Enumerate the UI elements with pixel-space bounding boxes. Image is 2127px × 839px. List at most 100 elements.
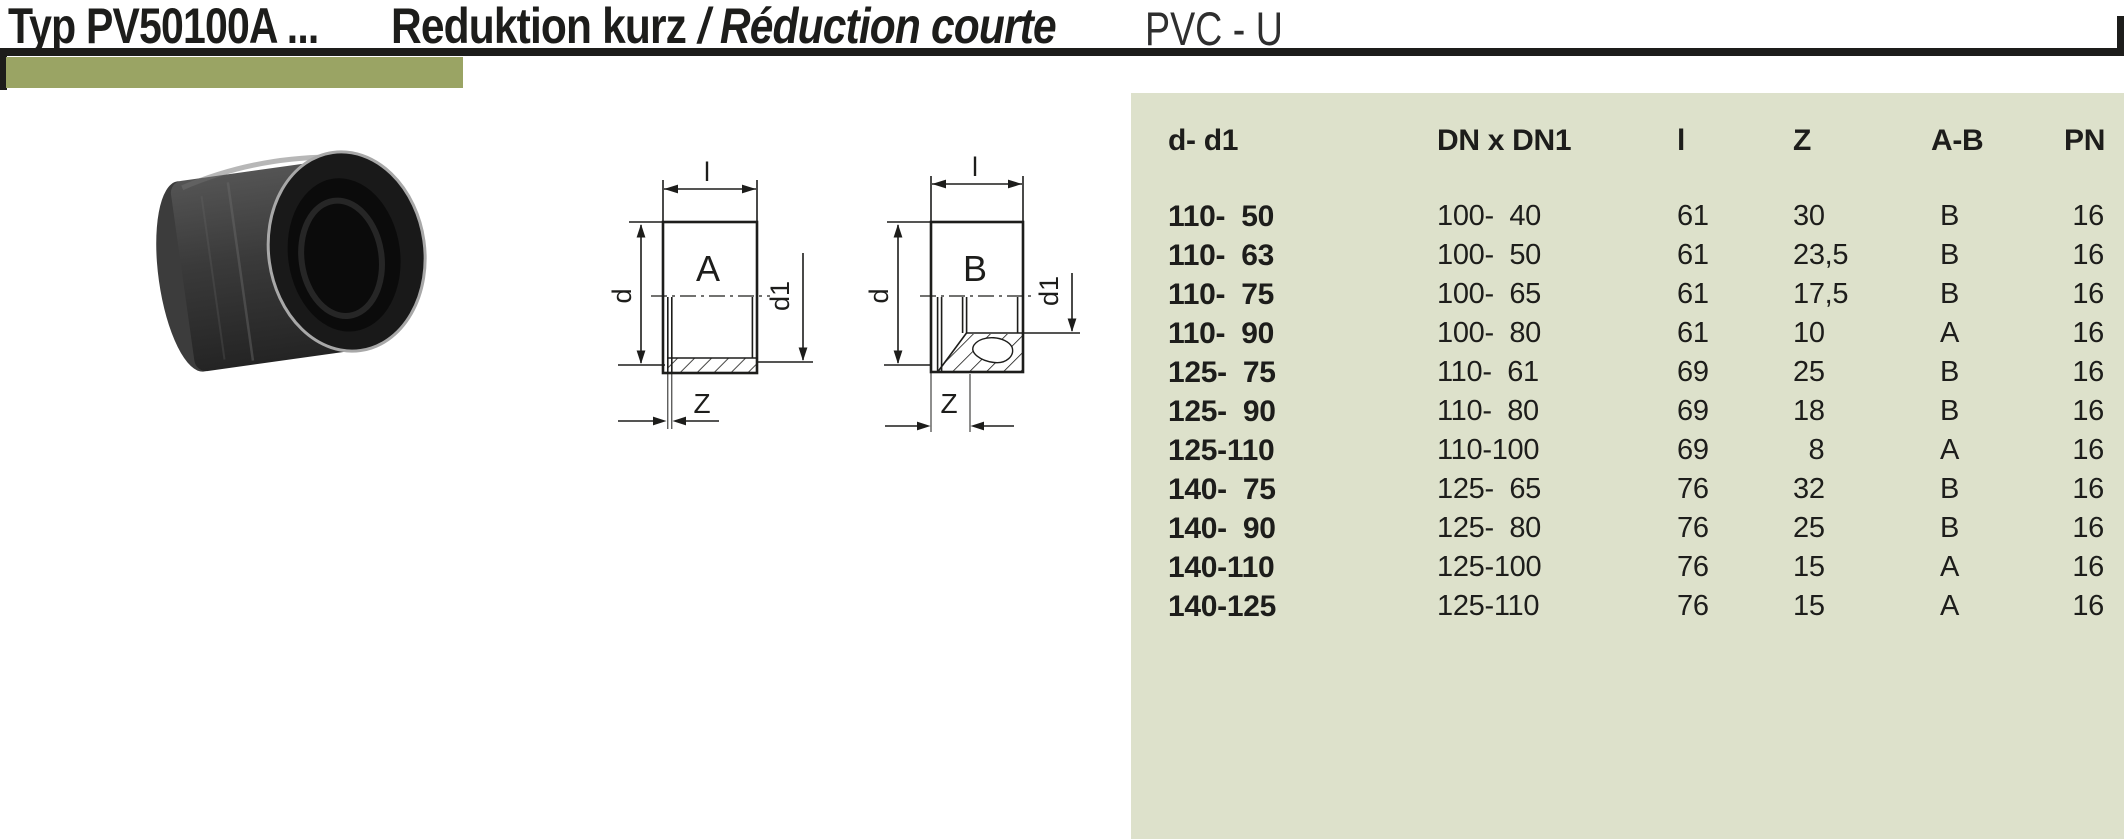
cell-dn: 125-100 — [1437, 551, 1542, 583]
col-header-dn: DN x DN1 — [1437, 124, 1572, 157]
material-label: PVC - U — [1145, 2, 1283, 55]
cell-z: 10 — [1793, 317, 1825, 349]
accent-bar — [6, 57, 463, 88]
cell-z: 23,5 — [1793, 239, 1849, 271]
cell-d-d1: 140- 75 — [1168, 473, 1276, 506]
cell-z: 17,5 — [1793, 278, 1849, 310]
cell-d-d1: 140- 90 — [1168, 512, 1276, 545]
a-arrow-l-right — [742, 184, 756, 194]
table-row: 110- 63 100- 50 61 23,5 B 16 — [1131, 236, 2124, 275]
corner-tick-right — [2117, 16, 2124, 56]
table-header-row: d- d1 DN x DN1 l Z A-B PN — [1131, 93, 2124, 156]
b-arrow-z-left — [917, 421, 931, 431]
cell-dn: 125- 80 — [1437, 512, 1542, 544]
table-row: 125- 90 110- 80 69 18 B 16 — [1131, 392, 2124, 431]
cell-d-d1: 140-125 — [1168, 590, 1276, 623]
cell-z: 30 — [1793, 200, 1825, 232]
header-rule — [0, 48, 2124, 56]
b-variant-label: B — [963, 248, 987, 289]
cell-l: 69 — [1677, 395, 1709, 427]
a-label-l: l — [704, 157, 710, 187]
table-row: 125-110 110-100 69 8 A 16 — [1131, 431, 2124, 470]
b-label-d: d — [864, 288, 894, 303]
cell-l: 76 — [1677, 551, 1709, 583]
fitting-top-highlight — [181, 154, 330, 191]
cell-l: 69 — [1677, 434, 1709, 466]
cell-pn: 16 — [2072, 434, 2104, 466]
b-label-z: Z — [940, 388, 957, 419]
a-shoulder-hatch — [668, 358, 757, 373]
cell-dn: 125- 65 — [1437, 473, 1542, 505]
cell-dn: 125-110 — [1437, 590, 1540, 622]
b-arrow-l-right — [1008, 179, 1022, 189]
b-label-l: l — [972, 152, 978, 182]
cell-l: 76 — [1677, 590, 1709, 622]
cell-d-d1: 110- 50 — [1168, 200, 1275, 233]
table-row: 140- 75 125- 65 76 32 B 16 — [1131, 470, 2124, 509]
table-row: 125- 75 110- 61 69 25 B 16 — [1131, 353, 2124, 392]
cell-z: 25 — [1793, 512, 1825, 544]
product-photo — [156, 150, 427, 372]
cell-pn: 16 — [2072, 395, 2104, 427]
cell-pn: 16 — [2072, 356, 2104, 388]
fitting-seam — [226, 182, 255, 361]
cell-dn: 110- 61 — [1437, 356, 1539, 388]
cell-pn: 16 — [2072, 512, 2104, 544]
cell-pn: 16 — [2072, 590, 2104, 622]
table-row: 140-125 125-110 76 15 A 16 — [1131, 587, 2124, 626]
cell-l: 61 — [1677, 278, 1709, 310]
cell-z: 8 — [1793, 434, 1825, 466]
cell-ab: A — [1940, 434, 1960, 466]
cell-dn: 100- 50 — [1437, 239, 1542, 271]
b-arrow-d-top — [893, 224, 903, 238]
cell-l: 61 — [1677, 200, 1709, 232]
cell-d-d1: 110- 63 — [1168, 239, 1275, 272]
cell-pn: 16 — [2072, 239, 2104, 271]
cell-ab: A — [1940, 551, 1960, 583]
b-body-outline — [929, 220, 1025, 374]
cell-dn: 110- 80 — [1437, 395, 1539, 427]
cell-z: 18 — [1793, 395, 1825, 427]
cell-ab: B — [1940, 239, 1960, 271]
b-cone-diagonal — [937, 332, 968, 372]
socket-bore — [287, 178, 401, 332]
col-header-z: Z — [1793, 124, 1812, 157]
cell-d-d1: 110- 75 — [1168, 278, 1275, 311]
table-row: 110- 90 100- 80 61 10 A 16 — [1131, 314, 2124, 353]
title-french: / Réduction courte — [697, 0, 1057, 54]
dimension-drawings: l d d1 Z A — [607, 152, 1080, 432]
cell-pn: 16 — [2072, 317, 2104, 349]
cell-pn: 16 — [2072, 278, 2104, 310]
a-body-outline — [661, 220, 759, 375]
a-arrow-d-bottom — [636, 350, 646, 364]
table-row: 110- 75 100- 65 61 17,5 B 16 — [1131, 275, 2124, 314]
cell-z: 25 — [1793, 356, 1825, 388]
col-header-d-d1: d- d1 — [1168, 124, 1239, 157]
cell-l: 61 — [1677, 317, 1709, 349]
dimension-drawing-b: l d d1 Z B — [864, 152, 1080, 432]
corner-tick-left — [0, 48, 7, 90]
cell-l: 76 — [1677, 473, 1709, 505]
cell-pn: 16 — [2072, 551, 2104, 583]
type-label: Typ PV50100A ... — [8, 0, 319, 54]
cell-d-d1: 125- 90 — [1168, 395, 1276, 428]
table-body: 110- 50 100- 40 61 30 B 16 110- 63 100- … — [1131, 197, 2124, 626]
cell-l: 69 — [1677, 356, 1709, 388]
cell-pn: 16 — [2072, 473, 2104, 505]
b-arrow-d-bottom — [893, 350, 903, 364]
a-label-z: Z — [693, 388, 710, 419]
a-label-d1: d1 — [765, 281, 795, 311]
cell-ab: B — [1940, 356, 1960, 388]
b-arrow-l-left — [932, 179, 946, 189]
a-variant-label: A — [696, 248, 720, 289]
b-arrow-z-right — [970, 421, 984, 431]
table-row: 140-110 125-100 76 15 A 16 — [1131, 548, 2124, 587]
col-header-pn: PN — [2064, 124, 2106, 157]
col-header-ab: A-B — [1931, 124, 1984, 157]
b-label-d1: d1 — [1034, 276, 1064, 306]
cell-l: 61 — [1677, 239, 1709, 271]
cell-ab: B — [1940, 512, 1960, 544]
table-row: 110- 50 100- 40 61 30 B 16 — [1131, 197, 2124, 236]
dimensions-table: d- d1 DN x DN1 l Z A-B PN 110- 50 100- 4… — [1131, 93, 2124, 839]
page-title: Reduktion kurz / Réduction courte — [391, 0, 1057, 55]
